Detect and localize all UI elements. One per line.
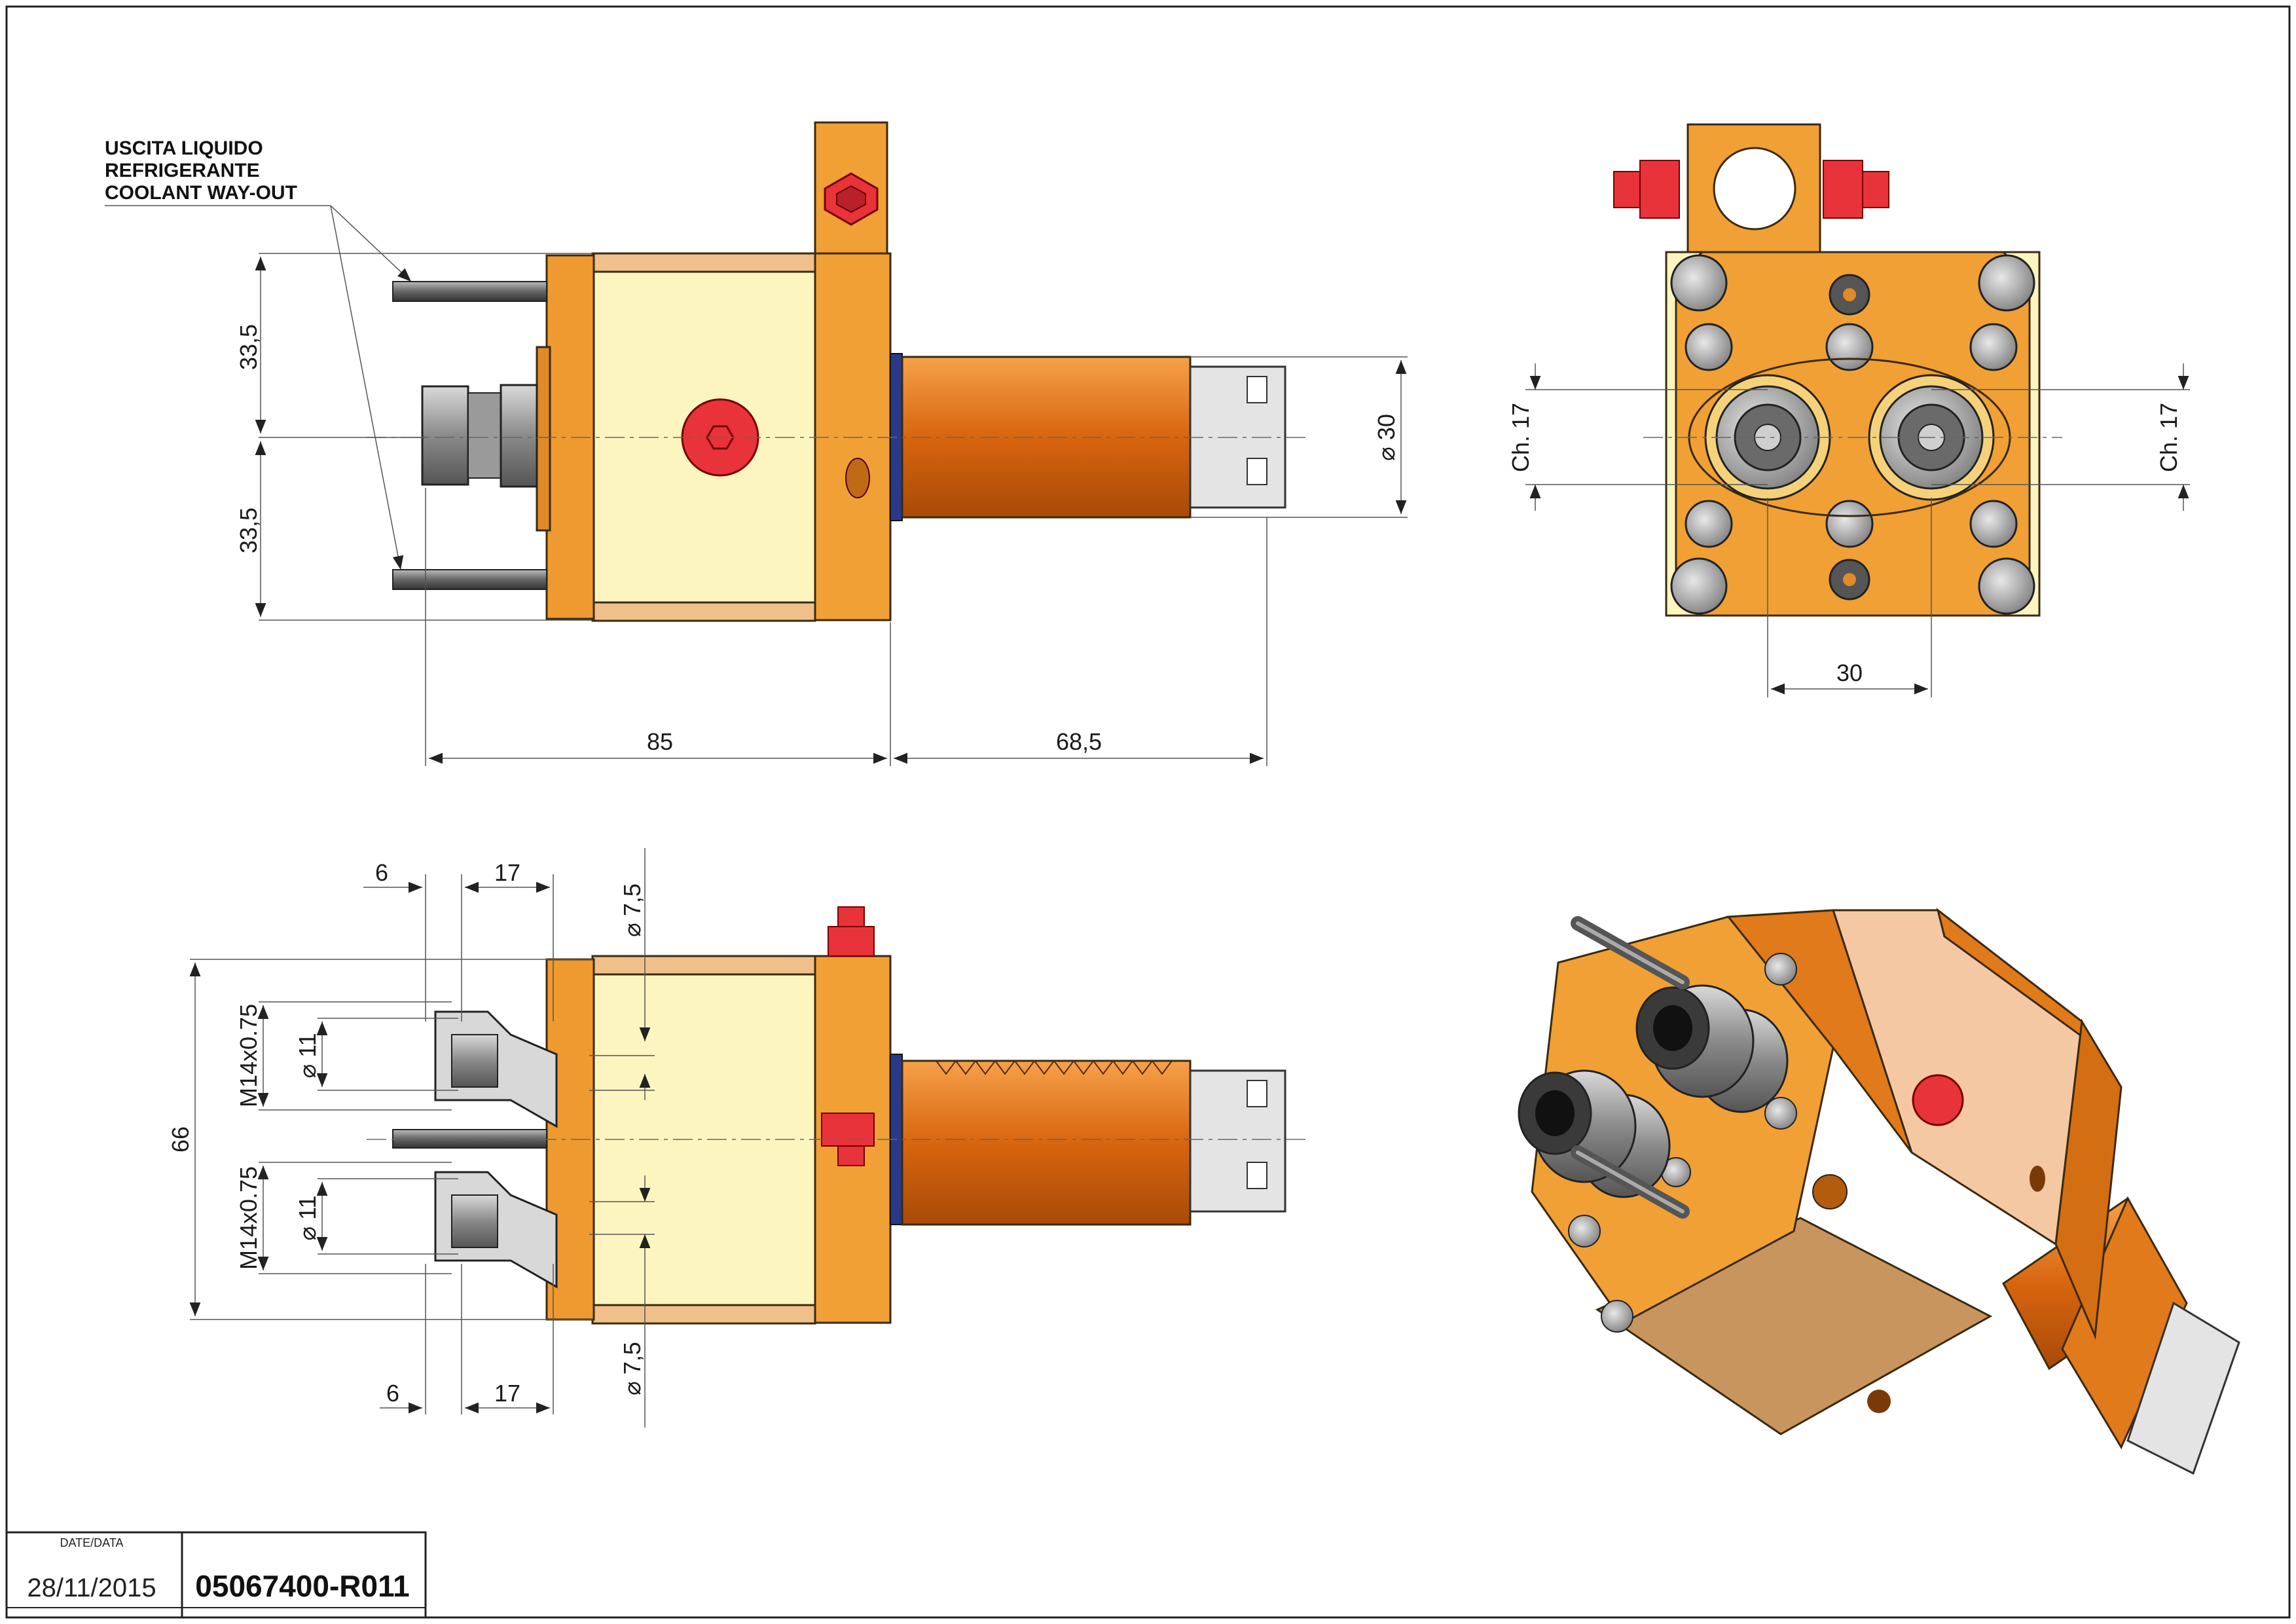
dim-front-85: 85: [647, 728, 673, 755]
isometric-view: [1518, 908, 2240, 1475]
dim-end-ch-left: Ch. 17: [1507, 403, 1534, 472]
dim-end-ch-right: Ch. 17: [2155, 403, 2182, 472]
callout-line3: COOLANT WAY-OUT: [105, 182, 297, 204]
dim-front-diameter: ⌀ 30: [1373, 414, 1400, 461]
dim-section-bore-upper: ⌀ 11: [294, 1033, 321, 1078]
dim-section-thread-upper: M14x0.75: [235, 1004, 262, 1107]
dim-front-68-5: 68,5: [1056, 728, 1102, 755]
dim-section-thread-lower: M14x0.75: [235, 1166, 262, 1270]
callout-line1: USCITA LIQUIDO: [105, 138, 263, 159]
dim-front-lower: 33,5: [235, 507, 262, 553]
dim-section-height: 66: [167, 1126, 194, 1153]
end-view-bolts: [1670, 254, 2035, 615]
dim-front-upper: 33,5: [235, 324, 262, 370]
title-block-date-value: 28/11/2015: [27, 1574, 156, 1602]
title-block-drawing-code: 05067400-R011: [195, 1569, 409, 1603]
dim-section-hole-top: ⌀ 7,5: [619, 883, 646, 937]
dim-section-top-17: 17: [494, 859, 520, 886]
sheet-border: [5, 5, 2291, 1619]
title-block-date-label: DATE/DATA: [60, 1536, 123, 1549]
dim-section-bottom-17: 17: [494, 1380, 520, 1407]
dim-section-top-6: 6: [375, 859, 388, 886]
dim-section-hole-bottom: ⌀ 7,5: [619, 1342, 646, 1395]
title-block: DATE/DATA 28/11/2015 05067400-R011: [5, 1531, 427, 1619]
end-view: Ch. 17 Ch. 17 30: [1507, 123, 2190, 697]
coolant-callout: USCITA LIQUIDO REFRIGERANTE COOLANT WAY-…: [105, 138, 412, 570]
front-view: 33,5 33,5 ⌀ 30 85 68,5: [235, 121, 1408, 766]
section-view: 6 17 6 17 66 M14x0.75 M14x0.75 ⌀ 11 ⌀ 11: [167, 848, 1309, 1428]
dim-section-bottom-6: 6: [386, 1380, 399, 1407]
isometric-collets: [1518, 984, 1789, 1198]
callout-line2: REFRIGERANTE: [105, 160, 260, 181]
dim-end-spacing: 30: [1836, 659, 1863, 686]
dim-section-bore-lower: ⌀ 11: [294, 1195, 321, 1240]
